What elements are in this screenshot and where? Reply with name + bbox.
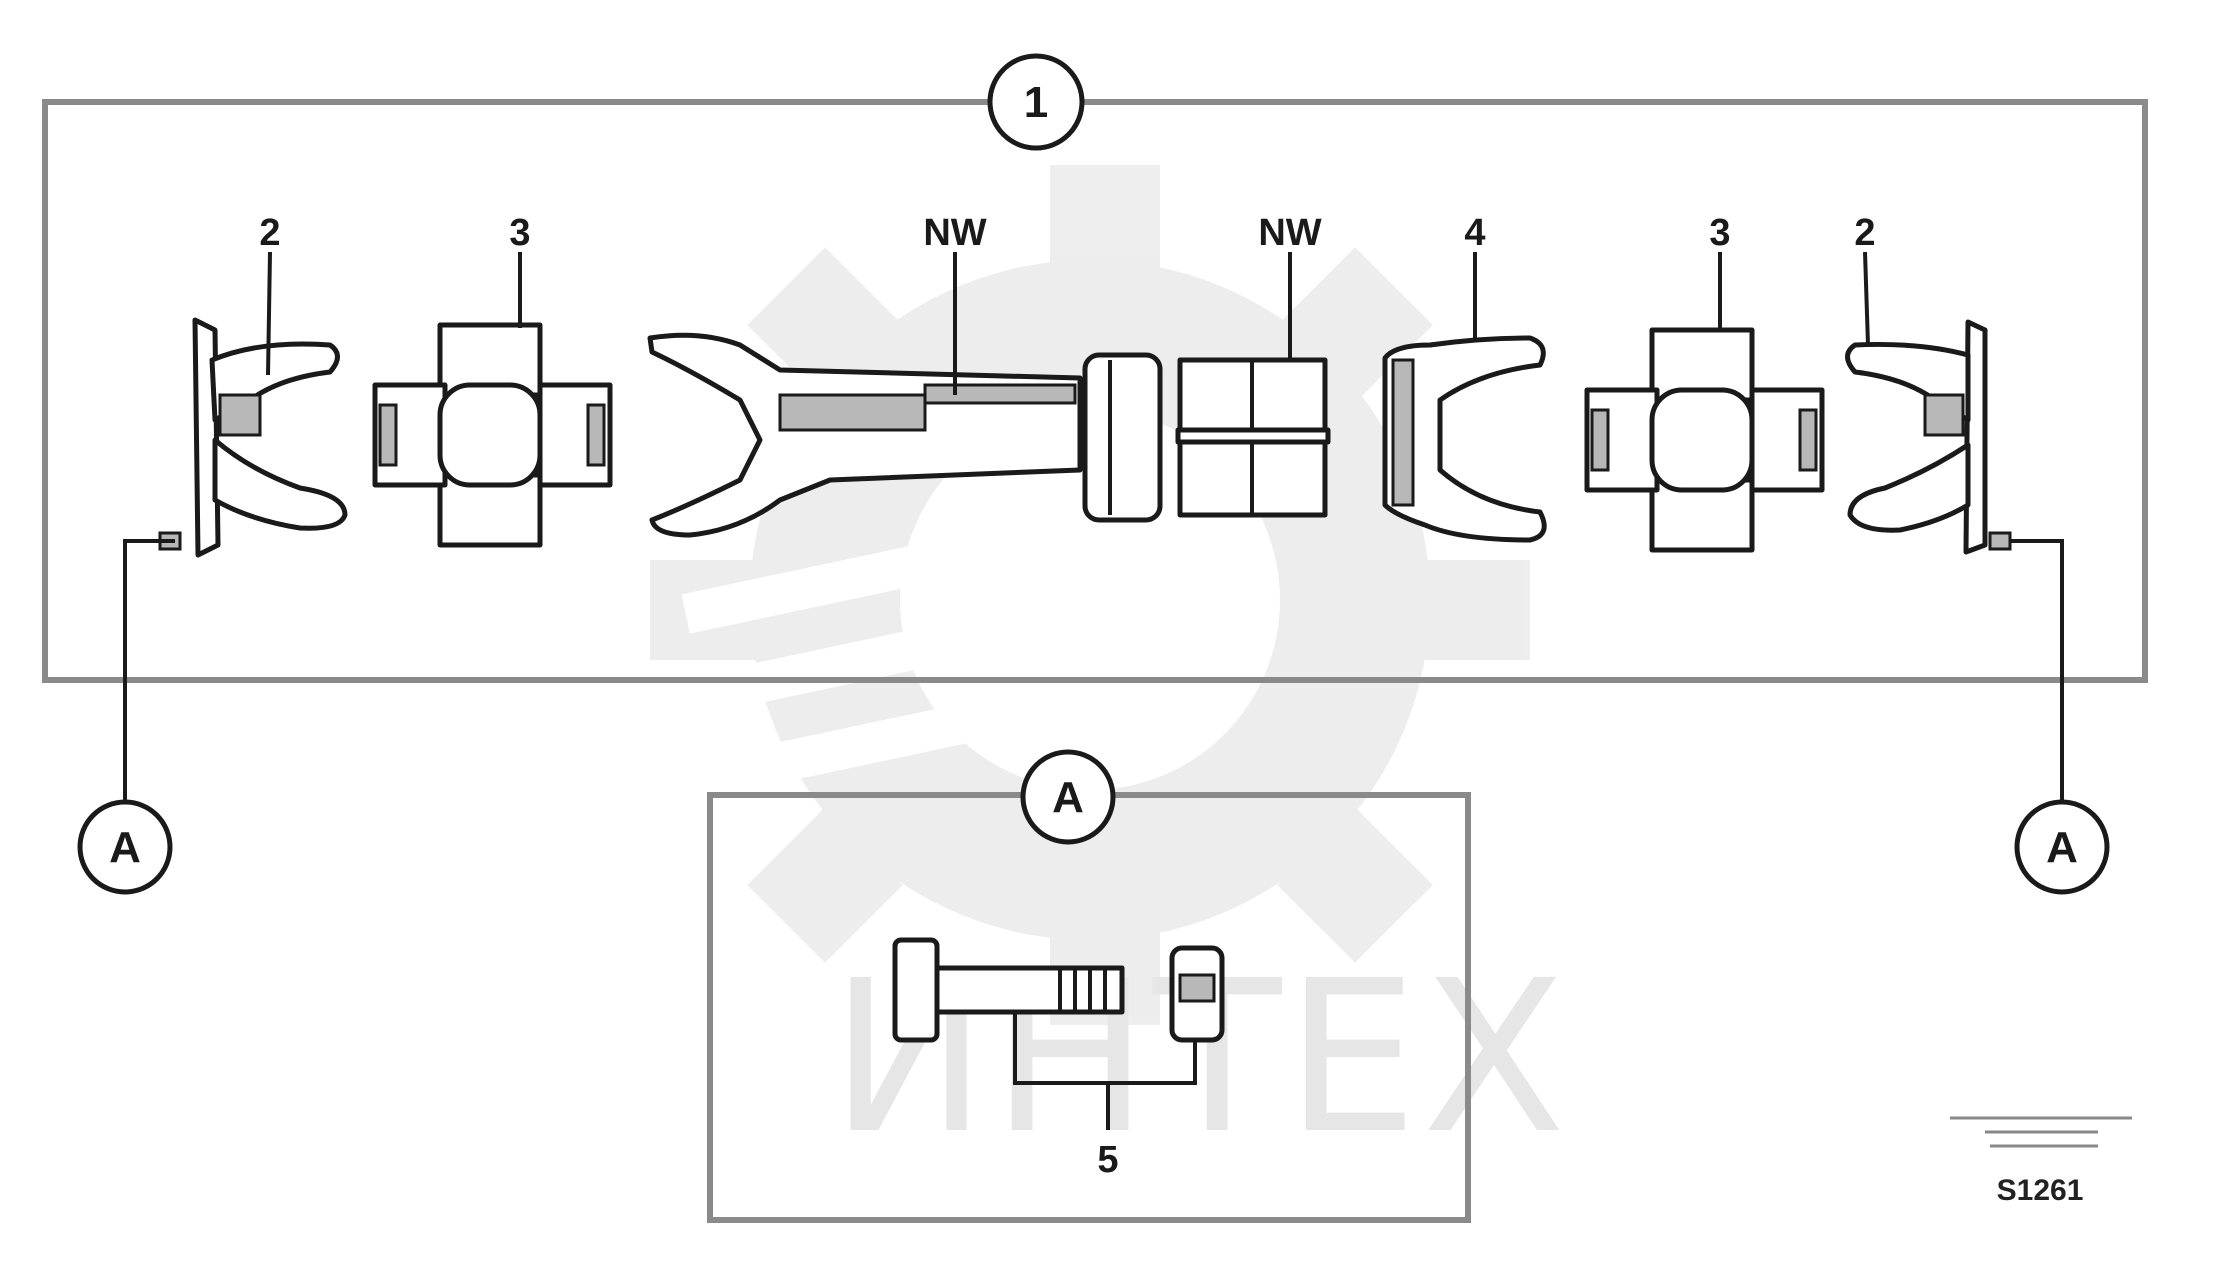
svg-text:A: A: [2046, 823, 2078, 872]
nut-icon: [1169, 945, 1225, 1043]
detail-callout-left: A: [77, 799, 173, 895]
svg-text:A: A: [1052, 773, 1084, 822]
label-nw-left: NW: [923, 212, 986, 254]
detail-callout-right: A: [2014, 799, 2110, 895]
gear-logo-icon: [650, 165, 1530, 1025]
weld-yoke: [1382, 335, 1547, 543]
bolt-icon: [892, 937, 1125, 1043]
leader-yoke-left: [266, 251, 272, 376]
label-bolt-kit: 5: [1097, 1139, 1118, 1181]
leader-detail-right: [2010, 539, 2064, 800]
label-yoke-left: 2: [259, 212, 280, 254]
figure-code: S1261: [1950, 1116, 2132, 1207]
slip-yoke-shaft: [647, 332, 1163, 538]
label-yoke-center: 4: [1464, 212, 1485, 254]
leader-yoke-right: [1863, 251, 1870, 346]
cross-spider-left: [372, 322, 613, 548]
flange-yoke-left: [158, 317, 348, 558]
assembly-callout: 1: [987, 53, 1085, 151]
cross-spider-right: [1584, 327, 1825, 553]
svg-text:S1261: S1261: [1997, 1174, 2084, 1207]
detail-box-callout: A: [1020, 749, 1116, 845]
label-cross-left: 3: [509, 212, 530, 254]
leader-bolt-kit: [1013, 1012, 1197, 1085]
flange-yoke-right: [1845, 319, 2012, 555]
svg-text:1: 1: [1024, 78, 1048, 127]
assembly-frame: [42, 99, 2148, 683]
leader-detail-left: [123, 539, 175, 800]
label-cross-right: 3: [1709, 212, 1730, 254]
label-yoke-right: 2: [1854, 212, 1875, 254]
svg-text:A: A: [109, 823, 141, 872]
protective-sleeve: [1175, 357, 1331, 518]
label-nw-right: NW: [1258, 212, 1321, 254]
